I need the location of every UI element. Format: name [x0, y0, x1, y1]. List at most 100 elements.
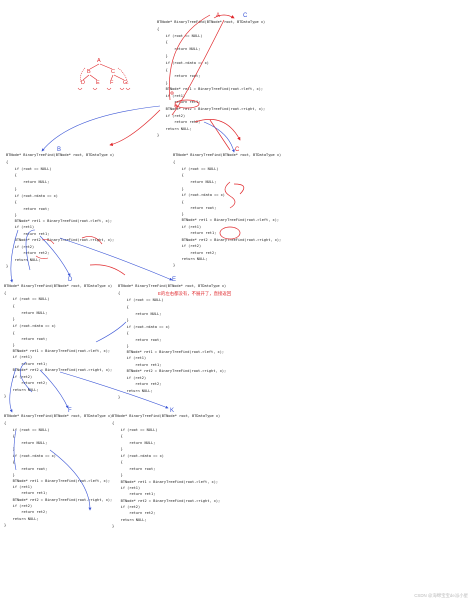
code-line: return NULL;	[6, 180, 50, 184]
code-line: return NULL;	[173, 257, 208, 261]
blue-arrows	[9, 105, 235, 511]
code-line: if (ret2)	[157, 114, 186, 118]
code-line: if (ret2)	[4, 504, 33, 508]
code-line: }	[4, 523, 7, 527]
code-line: return NULL;	[4, 388, 39, 392]
code-line: BTNode* ret1 = BinaryTreeFind(root->left…	[112, 480, 219, 484]
code-line: BTNode* ret1 = BinaryTreeFind(root->left…	[157, 87, 264, 91]
code-line: {	[4, 291, 7, 295]
code-line: {	[157, 27, 160, 31]
code-line: }	[4, 473, 15, 477]
code-line: }	[173, 212, 184, 216]
code-line: BTNode* ret2 = BinaryTreeFind(root->righ…	[157, 107, 266, 111]
code-line: return root;	[4, 467, 48, 471]
code-line: BTNode* ret1 = BinaryTreeFind(root->left…	[4, 349, 111, 353]
code-line: return ret2;	[4, 381, 48, 385]
code-line: if (root == NULL)	[6, 167, 52, 171]
code-line: BTNode* BinaryTreeFind(BTNode* root, BTD…	[4, 414, 113, 418]
code-line: return root;	[173, 206, 217, 210]
code-line: {	[6, 200, 17, 204]
code-line: if (ret1)	[4, 485, 33, 489]
code-line: BTNode* BinaryTreeFind(BTNode* root, BTD…	[4, 284, 113, 288]
tree-node-c: C	[111, 69, 115, 75]
code-line: return ret1;	[4, 362, 48, 366]
tree-node-f: F	[110, 80, 114, 86]
code-line: {	[6, 173, 17, 177]
code-line: BTNode* ret2 = BinaryTreeFind(root->righ…	[173, 238, 282, 242]
code-line: BTNode* ret1 = BinaryTreeFind(root->left…	[4, 479, 111, 483]
code-line: return root;	[6, 207, 50, 211]
code-line: return ret1;	[173, 231, 217, 235]
code-line: if (root == NULL)	[112, 428, 158, 432]
code-line: return ret2;	[6, 251, 50, 255]
e-note: E的左右都没有，不展开了，直接返回	[158, 291, 232, 296]
code-line: if (root->data == x)	[173, 193, 225, 197]
code-line: {	[4, 434, 15, 438]
code-line: if (ret1)	[118, 356, 147, 360]
code-line: }	[4, 394, 7, 398]
code-line: BTNode* BinaryTreeFind(BTNode* root, BTD…	[173, 153, 282, 157]
code-line: return ret2;	[173, 251, 217, 255]
code-line: return NULL;	[4, 311, 48, 315]
code-line: }	[4, 343, 15, 347]
code-line: {	[173, 200, 184, 204]
code-line: return ret1;	[6, 232, 50, 236]
code-line: if (root->data == x)	[4, 324, 56, 328]
code-line: }	[118, 318, 129, 322]
code-line: {	[4, 331, 15, 335]
code-line: }	[112, 524, 115, 528]
code-line: {	[6, 160, 9, 164]
code-line: return NULL;	[157, 47, 201, 51]
code-line: }	[4, 317, 15, 321]
code-line: if (ret1)	[4, 355, 33, 359]
code-line: if (root->data == x)	[4, 454, 56, 458]
code-line: if (ret1)	[157, 94, 186, 98]
code-line: }	[112, 447, 123, 451]
code-line: BTNode* ret1 = BinaryTreeFind(root->left…	[6, 219, 113, 223]
code-line: }	[157, 81, 168, 85]
code-line: if (ret1)	[6, 225, 35, 229]
code-line: {	[157, 68, 168, 72]
code-line: {	[112, 421, 115, 425]
watermark: CSDN @海绵宝宝de派小星	[414, 593, 468, 598]
code-line: return NULL;	[112, 518, 147, 522]
code-line: if (ret2)	[6, 245, 35, 249]
code-line: if (root->data == x)	[157, 61, 209, 65]
code-line: }	[6, 187, 17, 191]
code-line: {	[4, 304, 15, 308]
code-line: if (ret2)	[118, 376, 147, 380]
label-f: F	[68, 408, 72, 414]
code-line: BTNode* BinaryTreeFind(BTNode* root, BTD…	[157, 20, 266, 24]
code-line: }	[118, 344, 129, 348]
code-line: {	[118, 331, 129, 335]
label-e: E	[172, 277, 177, 283]
code-line: return ret1;	[112, 492, 156, 496]
code-line: if (root == NULL)	[4, 297, 50, 301]
code-line: if (root == NULL)	[4, 428, 50, 432]
tree-node-b: B	[87, 69, 91, 75]
tree-node-d: D	[81, 80, 85, 86]
code-line: }	[157, 133, 160, 137]
tree-node-root: A	[97, 58, 101, 64]
code-line: if (root == NULL)	[157, 34, 203, 38]
code-line: BTNode* ret2 = BinaryTreeFind(root->righ…	[4, 498, 113, 502]
code-line: BTNode* ret1 = BinaryTreeFind(root->left…	[118, 350, 225, 354]
code-line: if (ret2)	[173, 244, 202, 248]
code-line: return ret2;	[157, 120, 201, 124]
code-line: BTNode* ret1 = BinaryTreeFind(root->left…	[173, 218, 280, 222]
code-line: return ret1;	[4, 491, 48, 495]
code-line: BTNode* BinaryTreeFind(BTNode* root, BTD…	[112, 414, 221, 418]
code-line: }	[118, 395, 121, 399]
code-line: }	[157, 54, 168, 58]
code-line: if (ret2)	[112, 505, 141, 509]
code-line: if (root == NULL)	[173, 167, 219, 171]
code-line: }	[6, 213, 17, 217]
red-marks	[35, 91, 178, 259]
label-c: C	[235, 147, 240, 153]
code-line: {	[173, 173, 184, 177]
code-line: return NULL;	[118, 389, 153, 393]
code-line: if (root == NULL)	[118, 298, 164, 302]
code-line: {	[112, 434, 123, 438]
code-line: return NULL;	[6, 258, 41, 262]
